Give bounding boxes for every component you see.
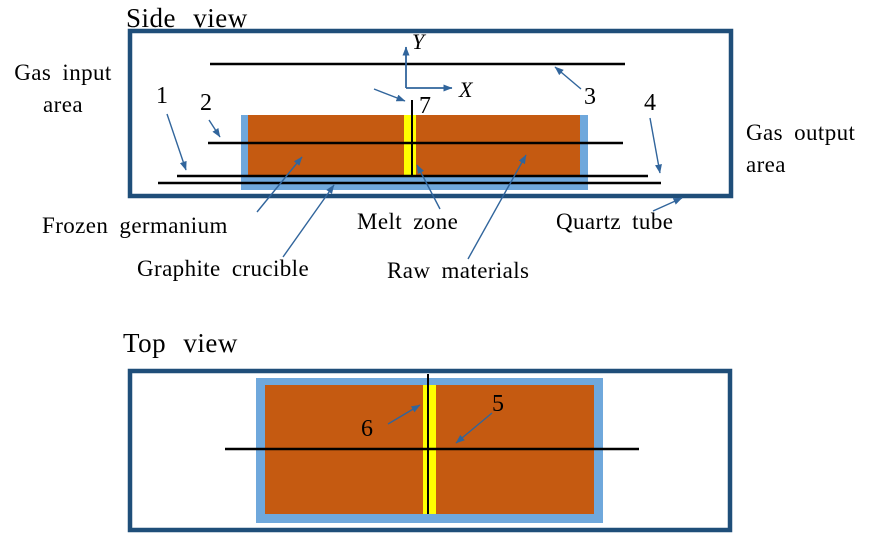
callout-1: 1 xyxy=(156,83,168,109)
gas-output-label: Gas output area xyxy=(746,117,892,181)
callout-arrow-7 xyxy=(373,88,406,102)
gas-input-line1: Gas input xyxy=(14,60,112,85)
raw-materials-label: Raw materials xyxy=(387,258,530,283)
callout-6: 6 xyxy=(361,416,373,442)
callout-2: 2 xyxy=(200,90,212,116)
callout-arrow-2 xyxy=(208,119,221,138)
graphite-crucible-arrow xyxy=(282,184,335,258)
callout-arrow-4 xyxy=(649,117,662,174)
callout-3: 3 xyxy=(584,84,596,110)
callout-arrow-3 xyxy=(554,66,582,90)
gas-input-line2: area xyxy=(43,92,83,117)
callout-4: 4 xyxy=(644,90,656,116)
gas-input-label: Gas input area xyxy=(0,57,126,121)
quartz-tube-label: Quartz tube xyxy=(556,209,674,234)
x-axis-label: X xyxy=(459,77,473,102)
melt-zone-arrow xyxy=(416,164,441,210)
melt-zone-label: Melt zone xyxy=(357,209,459,234)
raw-materials-arrow xyxy=(467,154,527,260)
quartz-tube-arrow xyxy=(652,197,683,212)
frozen-germanium-label: Frozen germanium xyxy=(42,213,228,238)
gas-output-line2: area xyxy=(746,152,786,177)
melt-zone-stripe-side xyxy=(404,115,416,177)
graphite-crucible-label: Graphite crucible xyxy=(137,256,310,281)
callout-5: 5 xyxy=(492,391,504,417)
callout-arrow-5 xyxy=(455,412,493,444)
side-view-title: Side view xyxy=(126,3,248,33)
callout-arrow-1 xyxy=(166,113,187,171)
callout-arrow-6 xyxy=(387,404,421,425)
frozen-germanium-arrow xyxy=(256,156,303,213)
y-axis-label: Y xyxy=(412,29,425,54)
callout-7: 7 xyxy=(419,93,431,119)
gas-output-line1: Gas output xyxy=(746,120,856,145)
top-view-title: Top view xyxy=(123,328,238,358)
